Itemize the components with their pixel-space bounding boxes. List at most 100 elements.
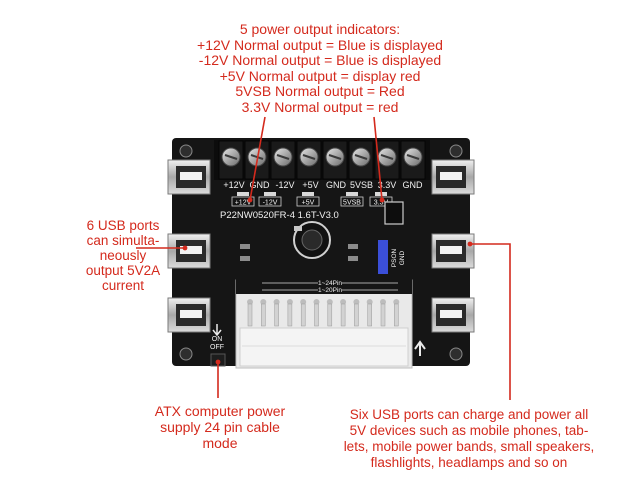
usb-port[interactable]	[167, 233, 211, 269]
indicator-led	[346, 192, 358, 196]
annotation-line: can simulta-	[86, 233, 160, 248]
indicator-annotation: 5 power output indicators: +12V Normal o…	[150, 21, 490, 115]
connector-pin	[314, 303, 319, 327]
terminal-label: 5VSB	[350, 180, 373, 190]
indicator-led	[302, 192, 314, 196]
pointer-line	[373, 116, 383, 201]
side-label: GND	[399, 250, 406, 265]
connector-pin	[340, 303, 346, 327]
indicator-label: +12V	[235, 200, 252, 207]
indicator-label-box	[340, 196, 364, 207]
pointer-dot	[182, 245, 188, 251]
annotation-line: 3.3V Normal output = red	[241, 98, 399, 115]
indicator-label: 5VSB	[343, 200, 361, 207]
annotation-line: 5 power output indicators:	[239, 21, 401, 37]
terminal-label: -12V	[275, 180, 294, 190]
pin-solder-pad	[393, 299, 400, 305]
usb-port[interactable]	[431, 297, 475, 333]
resistor	[348, 244, 358, 249]
usb-port[interactable]	[167, 159, 211, 195]
annotation-line: Six USB ports can charge and power all	[349, 407, 589, 422]
pin-solder-pad	[313, 299, 320, 305]
connector-pin	[261, 303, 266, 327]
indicator-label: 3.3V	[374, 200, 389, 207]
annotation-line: neously	[99, 248, 147, 263]
power-led-module	[384, 201, 404, 225]
annotation-line: ATX computer power	[154, 403, 286, 419]
connector-pin	[394, 303, 399, 327]
screw-slot	[276, 154, 290, 160]
indicator-led	[237, 192, 249, 196]
mount-hole	[179, 144, 193, 158]
usb-tongue	[180, 310, 202, 318]
resistor	[348, 256, 358, 261]
usb-ports-annotation: 6 USB ports can simulta- neously output …	[62, 218, 184, 293]
pointer-dot	[379, 197, 385, 203]
indicator-label-box	[258, 196, 282, 207]
annotation-line: mode	[202, 435, 238, 451]
pin-solder-pad	[286, 299, 293, 305]
down-arrow-marking	[212, 324, 222, 337]
annotation-line: 5VSB Normal output = Red	[235, 83, 405, 99]
connector-pin	[327, 303, 333, 327]
connector-pin	[354, 303, 359, 327]
annotation-line: current	[101, 278, 145, 293]
annotation-line: lets, mobile power bands, small speakers…	[343, 439, 595, 454]
capacitor-top	[301, 229, 323, 251]
usb-port[interactable]	[431, 233, 475, 269]
charging-annotation: Six USB ports can charge and power all 5…	[308, 407, 630, 471]
terminal-label: GND	[250, 180, 271, 190]
atx-socket	[239, 327, 409, 367]
side-label: PSON	[391, 248, 398, 267]
blue-led	[378, 240, 388, 274]
switch-label: ON	[212, 336, 223, 343]
screw-slot	[328, 154, 342, 160]
usb-tongue	[440, 172, 462, 180]
connector-pin	[367, 303, 372, 327]
indicator-label: +5V	[302, 200, 315, 207]
connector-label: 1~20Pin	[318, 287, 342, 294]
annotation-line: supply 24 pin cable	[160, 419, 280, 435]
connector-pin	[247, 303, 253, 327]
usb-tongue	[180, 172, 202, 180]
terminal-label: GND	[326, 180, 347, 190]
usb-port[interactable]	[431, 159, 475, 195]
resistor	[240, 256, 250, 261]
screw-slot	[302, 154, 316, 160]
connector-label: 1~24Pin	[318, 280, 342, 287]
usb-tongue	[440, 310, 462, 318]
mount-hole	[449, 144, 463, 158]
switch-label: OFF	[210, 344, 224, 351]
up-arrow-marking	[414, 340, 426, 356]
pointer-dot	[215, 359, 221, 365]
pin-solder-pad	[260, 299, 267, 305]
smd-component	[294, 226, 302, 231]
annotation-line: 5V devices such as mobile phones, tab-	[349, 423, 589, 438]
resistor	[240, 244, 250, 249]
terminal-label: +5V	[302, 180, 318, 190]
pointer-line	[470, 243, 511, 400]
pin-solder-pad	[353, 299, 360, 305]
screw-slot	[354, 154, 368, 160]
pin-solder-pad	[380, 299, 386, 305]
mount-hole	[179, 347, 193, 361]
usb-tongue	[440, 246, 462, 254]
pin-solder-pad	[340, 299, 347, 305]
annotation-line: output 5V2A	[85, 263, 161, 278]
pin-solder-pad	[326, 299, 333, 305]
screw-slot	[380, 154, 394, 160]
annotation-line: -12V Normal output = Blue is displayed	[198, 52, 442, 68]
mount-hole	[449, 347, 463, 361]
pointer-dot	[467, 241, 473, 247]
pointer-line	[249, 116, 266, 201]
pin-solder-pad	[300, 299, 307, 305]
usb-port[interactable]	[167, 297, 211, 333]
pin-solder-pad	[366, 299, 373, 305]
indicator-led	[264, 192, 276, 196]
indicator-label: -12V	[263, 200, 278, 207]
screw-slot	[224, 154, 238, 160]
pointer-dot	[247, 197, 253, 203]
terminal-label: GND	[403, 180, 424, 190]
connector-pin	[287, 303, 293, 327]
